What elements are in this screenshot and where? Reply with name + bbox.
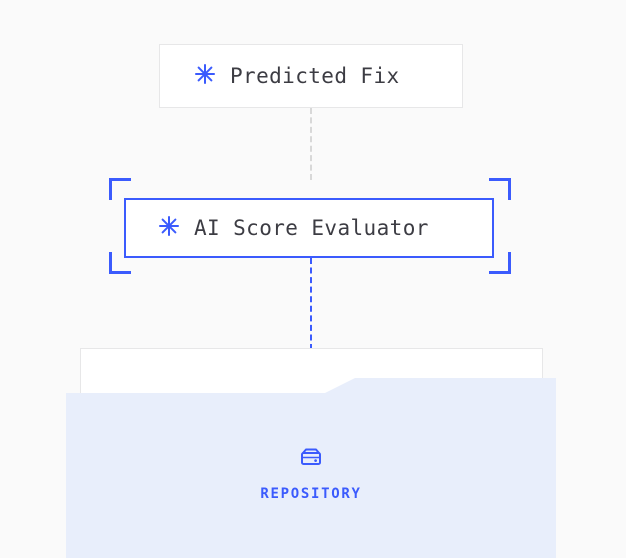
sparkle-icon bbox=[158, 215, 180, 242]
edge-predicted-fix-to-evaluator[interactable] bbox=[310, 108, 312, 180]
sparkle-icon bbox=[194, 63, 216, 90]
node-ai-score-evaluator-label: AI Score Evaluator bbox=[194, 216, 429, 240]
repository-group-title: REPOSITORY bbox=[260, 486, 362, 502]
selection-handle-bottom-left[interactable] bbox=[109, 252, 131, 274]
selection-handle-top-left[interactable] bbox=[109, 178, 131, 200]
repository-group-panel[interactable] bbox=[66, 378, 556, 558]
selection-handle-top-right[interactable] bbox=[489, 178, 511, 200]
repository-group-content: REPOSITORY bbox=[66, 393, 556, 558]
node-predicted-fix[interactable]: Predicted Fix bbox=[159, 44, 463, 108]
node-predicted-fix-label: Predicted Fix bbox=[230, 64, 400, 88]
edge-evaluator-to-repository[interactable] bbox=[310, 258, 312, 350]
repository-drawer-icon bbox=[299, 447, 323, 474]
selection-handle-bottom-right[interactable] bbox=[489, 252, 511, 274]
node-ai-score-evaluator[interactable]: AI Score Evaluator bbox=[124, 198, 494, 258]
